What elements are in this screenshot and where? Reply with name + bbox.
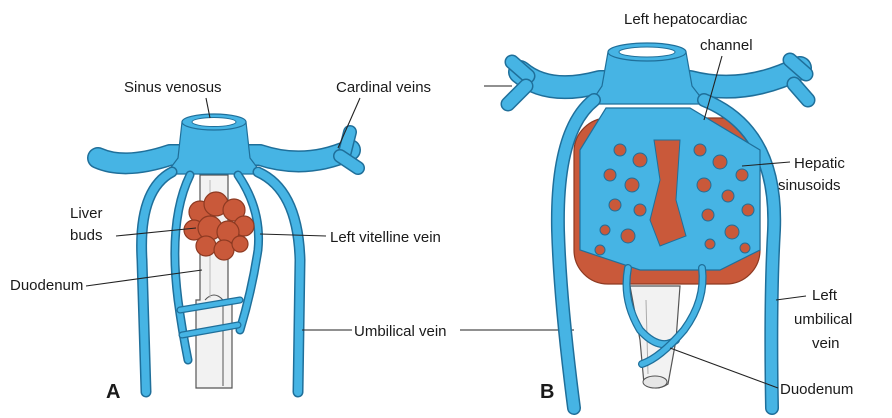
leader-duodenum-b	[670, 348, 778, 388]
label-sinus-venosus: Sinus venosus	[124, 79, 222, 96]
panel-a-figure	[98, 114, 358, 392]
label-hepatic-sinusoids-line2: sinusoids	[778, 177, 841, 194]
label-left-vitelline-vein: Left vitelline vein	[330, 229, 441, 246]
panel-a-sinus-venosus	[166, 114, 262, 174]
label-duodenum-a: Duodenum	[10, 277, 83, 294]
label-liver-buds-line1: Liver	[70, 205, 103, 222]
label-liver-buds-line2: buds	[70, 227, 103, 244]
label-left-umbilical-line1: Left	[812, 287, 838, 304]
leader-left-umbilical	[776, 296, 806, 300]
label-left-hepatocardiac-line2: channel	[700, 37, 753, 54]
panel-letter-a: A	[106, 381, 120, 403]
panel-a-liver-buds	[184, 192, 254, 260]
label-left-hepatocardiac-line1: Left hepatocardiac	[624, 11, 748, 28]
label-cardinal-veins: Cardinal veins	[336, 79, 431, 96]
label-hepatic-sinusoids-line1: Hepatic	[794, 155, 845, 172]
panel-b-sinus-venosus	[590, 43, 706, 104]
label-umbilical-vein: Umbilical vein	[354, 323, 447, 340]
label-duodenum-b: Duodenum	[780, 381, 853, 398]
label-left-umbilical-line2: umbilical	[794, 311, 852, 328]
panel-letter-b: B	[540, 381, 554, 403]
panel-b-figure	[508, 43, 808, 408]
label-left-umbilical-line3: vein	[812, 335, 840, 352]
